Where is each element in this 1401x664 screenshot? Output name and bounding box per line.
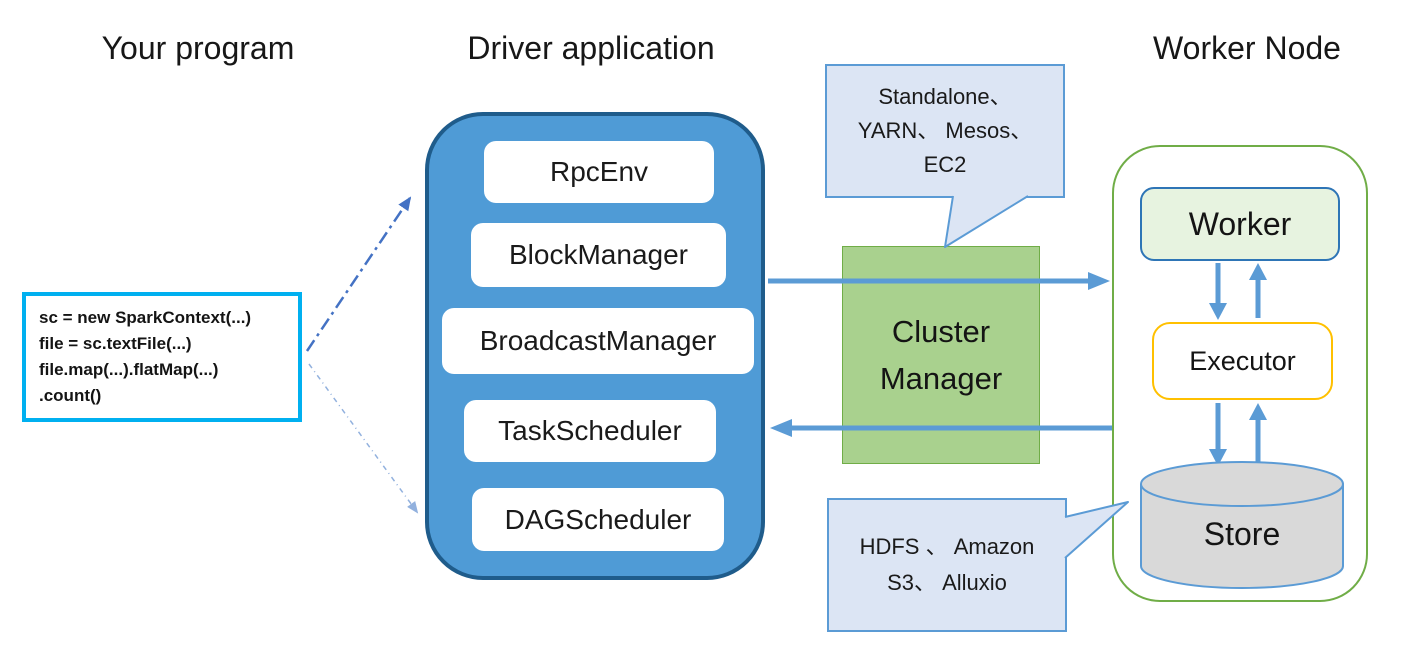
dashed-arrow-program-to-driver-top [305, 196, 412, 352]
dotted-arrow-program-to-driver-bottom [308, 363, 419, 514]
code-line: .count() [39, 386, 102, 405]
bubble-line: EC2 [923, 152, 967, 177]
driver-component-blockmanager: BlockManager [471, 223, 726, 287]
cluster-options-bubble: Standalone、 YARN、 Mesos、 EC2 [825, 64, 1065, 198]
your-program-title: Your program [101, 30, 295, 66]
code-line: file.map(...).flatMap(...) [39, 360, 219, 379]
driver-component-taskscheduler: TaskScheduler [464, 400, 716, 462]
driver-component-rpcenv: RpcEnv [484, 141, 714, 203]
storage-options-bubble: HDFS 、 Amazon S3、 Alluxio [827, 498, 1067, 632]
worker-node-title: Worker Node [1153, 30, 1341, 66]
code-line: sc = new SparkContext(...) [39, 308, 252, 327]
code-line: file = sc.textFile(...) [39, 334, 192, 353]
driver-component-dagscheduler: DAGScheduler [472, 488, 724, 551]
bubble-tail-cluster [944, 195, 1029, 248]
bubble-line: S3、 Alluxio [887, 570, 1007, 595]
bubble-line: Standalone、 [878, 84, 1012, 109]
bubble-line: HDFS 、 Amazon [859, 534, 1035, 559]
store-label: Store [1203, 515, 1281, 552]
driver-application-box: RpcEnv BlockManager BroadcastManager Tas… [425, 112, 765, 580]
worker-box: Worker [1140, 187, 1340, 261]
driver-application-title: Driver application [467, 30, 715, 66]
executor-box: Executor [1152, 322, 1333, 400]
driver-component-broadcastmanager: BroadcastManager [442, 308, 754, 374]
bubble-line: YARN、 Mesos、 [857, 118, 1033, 143]
code-snippet-box: sc = new SparkContext(...) file = sc.tex… [22, 292, 302, 422]
cluster-manager-box: Cluster Manager [842, 246, 1040, 464]
